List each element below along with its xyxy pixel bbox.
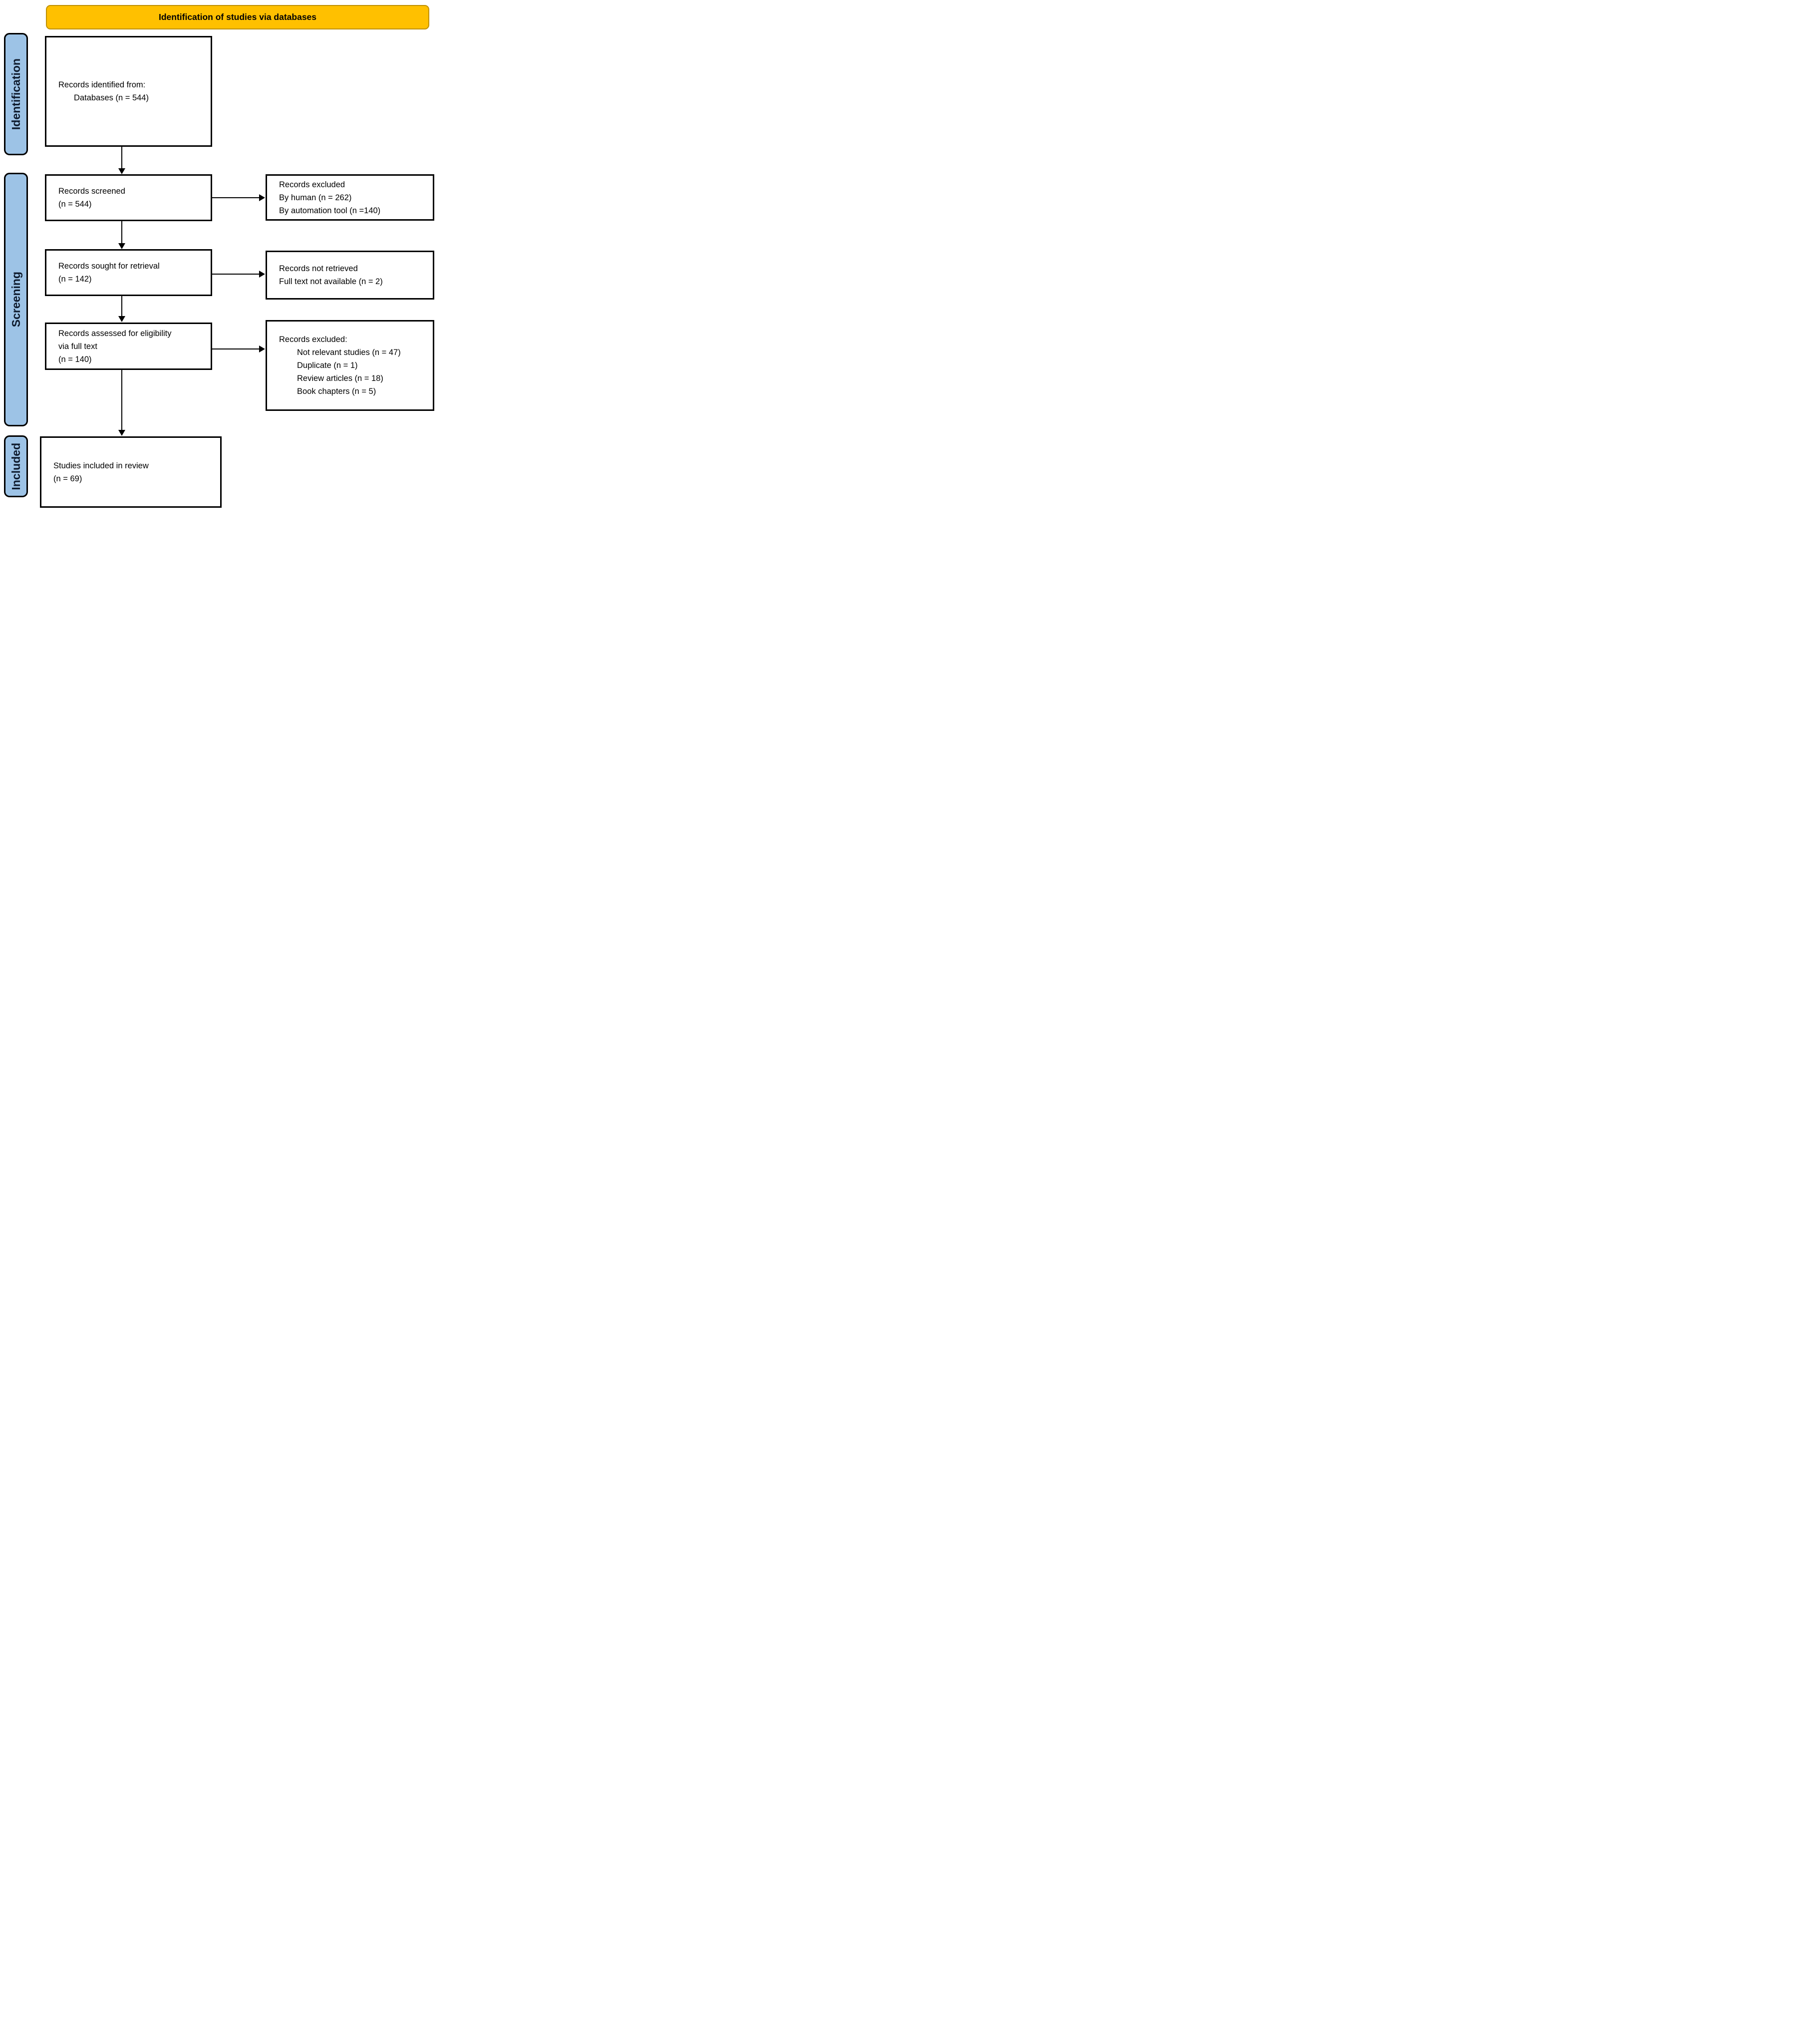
box-text-line: Not relevant studies (n = 47) (297, 348, 401, 357)
box-text-line: Book chapters (n = 5) (297, 387, 376, 396)
banner-label: Identification of studies via databases (158, 12, 317, 22)
box-records-screened: Records screened (n = 544) (45, 174, 212, 221)
arrow-screened-to-sought (118, 221, 125, 249)
box-text-line: (n = 140) (58, 354, 92, 364)
box-records-not-retrieved: Records not retrieved Full text not avai… (266, 251, 434, 300)
arrow-sought-to-not-retrieved (212, 271, 265, 278)
arrow-sought-to-assessed (118, 296, 125, 322)
stage-bar-included: Included (4, 435, 28, 497)
stage-label-included: Included (9, 442, 22, 490)
box-text-line: Full text not available (n = 2) (279, 277, 383, 286)
box-text-line: Studies included in review (53, 461, 149, 470)
stage-bar-screening: Screening (4, 173, 28, 426)
box-text-line: By automation tool (n =140) (279, 206, 381, 215)
box-studies-included-review: Studies included in review (n = 69) (40, 436, 222, 508)
stage-bar-identification: Identification (4, 33, 28, 155)
box-text-line: Records sought for retrieval (58, 262, 160, 271)
box-records-assessed-eligibility: Records assessed for eligibility via ful… (45, 323, 212, 370)
box-records-excluded-fulltext: Records excluded: Not relevant studies (… (266, 320, 434, 411)
box-text-line: Records identified from: (58, 80, 146, 89)
arrow-assessed-to-excluded (212, 345, 265, 352)
box-text-line: (n = 69) (53, 474, 82, 483)
box-text-line: Records excluded: (279, 335, 347, 344)
stage-label-screening: Screening (9, 272, 22, 328)
arrow-identified-to-screened (118, 147, 125, 174)
box-text-line: Records excluded (279, 180, 345, 189)
box-text-line: Records assessed for eligibility (58, 329, 172, 338)
box-text-line: (n = 142) (58, 275, 92, 284)
box-text-line: via full text (58, 341, 97, 351)
arrow-screened-to-excluded (212, 194, 265, 201)
box-text-line: Duplicate (n = 1) (297, 361, 358, 370)
box-text-line: Review articles (n = 18) (297, 374, 383, 383)
banner-identification-via-databases: Identification of studies via databases (46, 5, 429, 29)
box-text-line: Records screened (58, 187, 125, 196)
box-text-line: Records not retrieved (279, 264, 358, 273)
box-records-identified: Records identified from: Databases (n = … (45, 36, 212, 147)
prisma-flow-diagram: Identification of studies via databases … (0, 0, 449, 511)
arrow-assessed-to-included (118, 370, 125, 436)
box-text-line: Databases (n = 544) (74, 93, 149, 102)
box-text-line: (n = 544) (58, 200, 92, 209)
stage-label-identification: Identification (9, 58, 22, 130)
box-text-line: By human (n = 262) (279, 193, 352, 202)
box-records-sought-retrieval: Records sought for retrieval (n = 142) (45, 249, 212, 296)
box-records-excluded-screening: Records excluded By human (n = 262) By a… (266, 174, 434, 221)
